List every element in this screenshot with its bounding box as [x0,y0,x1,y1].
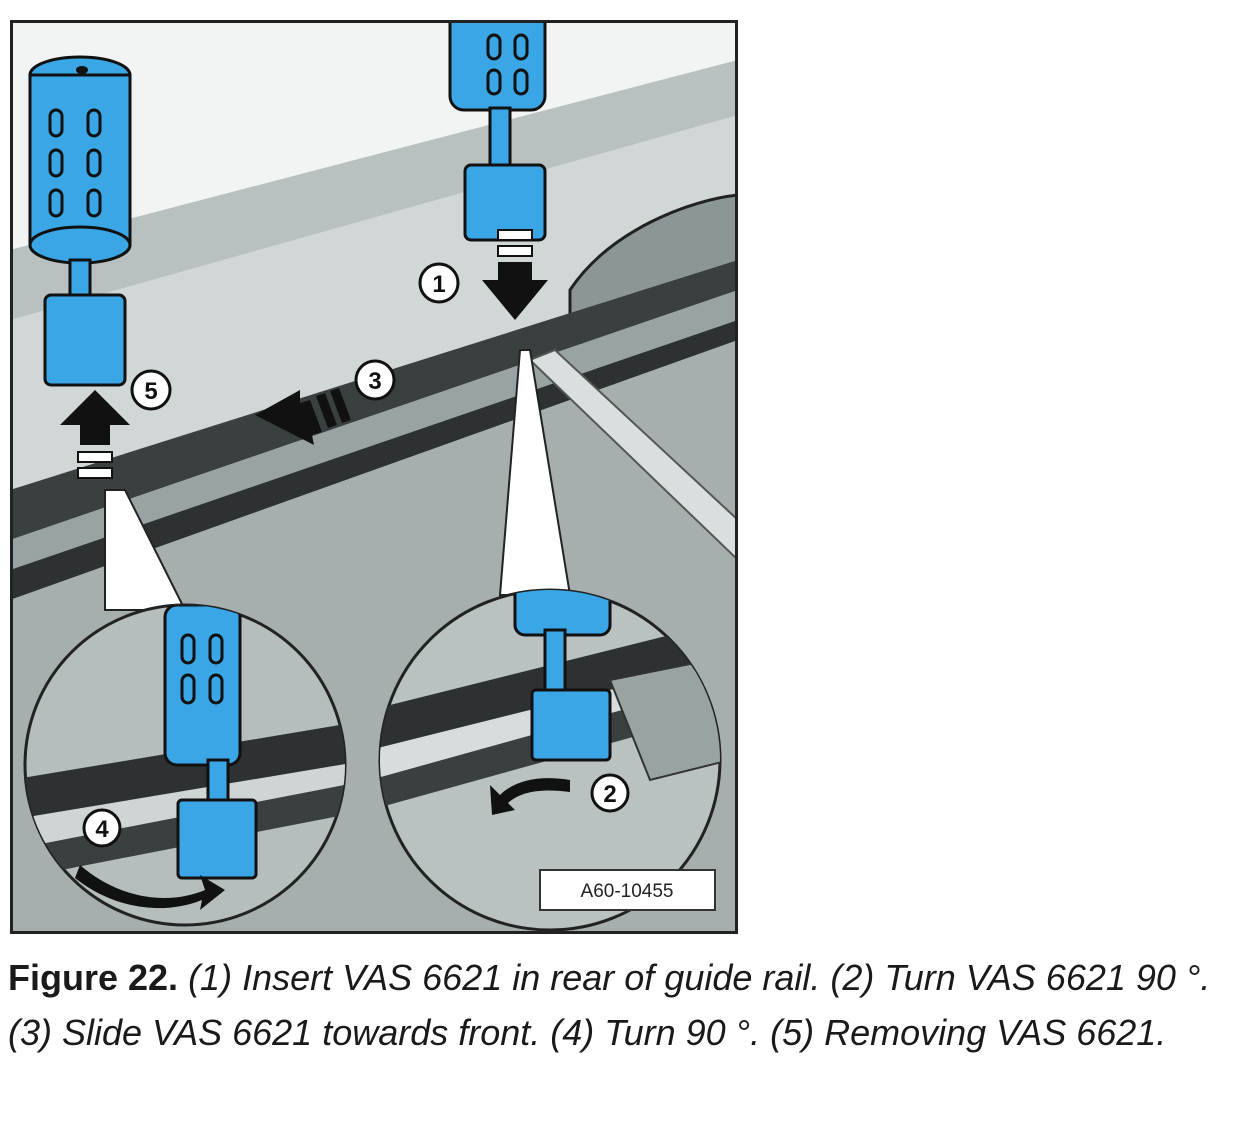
step-4-label: 4 [95,816,109,843]
caption-lead: Figure 22. [8,957,179,998]
arrow-step-1 [482,229,548,320]
tool-top [448,20,547,242]
tool-left [28,55,132,387]
step-5-label: 5 [144,378,157,405]
figure-caption: Figure 22. (1) Insert VAS 6621 in rear o… [8,950,1228,1060]
caption-text: (1) Insert VAS 6621 in rear of guide rai… [8,957,1211,1053]
step-1-label: 1 [432,271,445,298]
zoom-circle-step-2: 2 [378,588,722,932]
arrow-step-5 [60,390,130,479]
zoom-circle-step-4: 4 [23,603,347,927]
step-2-label: 2 [603,781,616,808]
arrow-step-3 [255,388,351,445]
figure-code: A60-10455 [581,881,674,902]
procedure-illustration: 4 2 [10,20,738,934]
step-3-label: 3 [368,368,381,395]
